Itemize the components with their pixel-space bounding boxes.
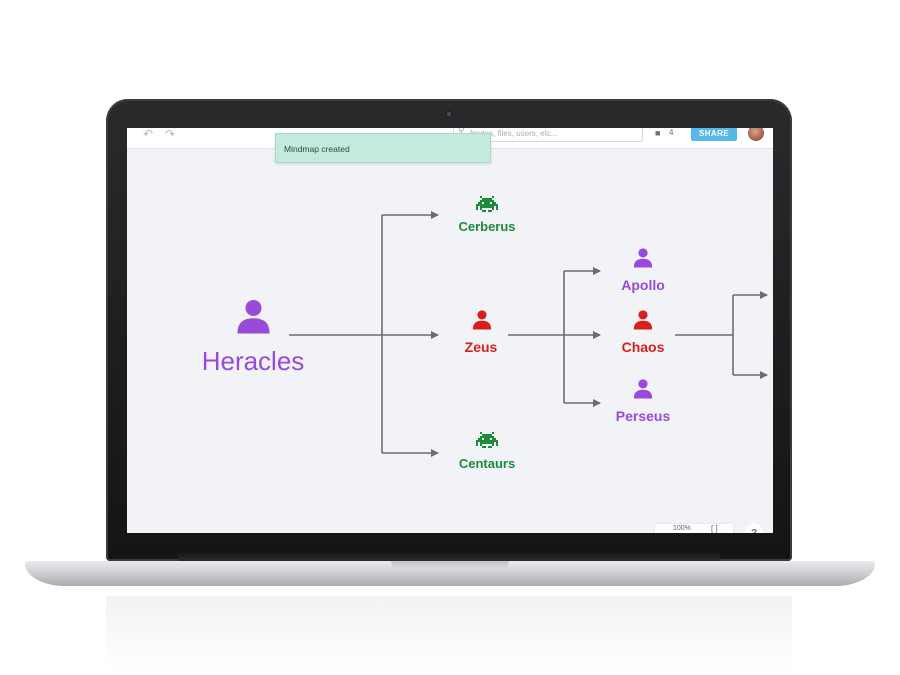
laptop-reflection: [106, 596, 792, 672]
person-icon: [633, 379, 653, 399]
zoom-controls: 100% [ ]: [655, 524, 733, 533]
laptop-lid: ↶ ↷ ⚲ ■ 4 SHARE Mindmap created: [106, 99, 792, 561]
redo-icon[interactable]: ↷: [165, 128, 176, 141]
node-label-perseus[interactable]: Perseus: [615, 408, 671, 424]
connector-chaos: [675, 291, 768, 379]
connector-heracles: [289, 211, 439, 457]
node-label-apollo[interactable]: Apollo: [621, 277, 665, 293]
search-input[interactable]: [470, 128, 638, 140]
laptop-base: [25, 561, 875, 586]
share-button[interactable]: SHARE: [691, 128, 737, 141]
node-label-zeus[interactable]: Zeus: [464, 339, 498, 355]
mindmap-canvas[interactable]: [127, 128, 773, 533]
node-label-heracles[interactable]: Heracles: [201, 346, 305, 376]
toast-notification: Mindmap created: [275, 133, 491, 163]
person-icon: [633, 248, 653, 268]
users-count: 4: [669, 128, 674, 137]
connector-zeus: [508, 267, 601, 407]
person-icon: [633, 310, 653, 330]
node-label-centaurs[interactable]: Centaurs: [458, 456, 516, 471]
help-button[interactable]: ?: [745, 524, 763, 533]
node-label-chaos[interactable]: Chaos: [621, 339, 665, 355]
person-icon: [472, 310, 492, 330]
zoom-level[interactable]: 100%: [673, 525, 691, 532]
laptop-hinge: [178, 553, 720, 562]
node-label-cerberus[interactable]: Cerberus: [458, 219, 516, 234]
webcam-icon: [445, 110, 453, 118]
monster-icon: [476, 432, 498, 448]
undo-icon[interactable]: ↶: [143, 128, 154, 141]
fit-screen-icon[interactable]: [ ]: [711, 524, 718, 533]
users-icon[interactable]: ■: [655, 128, 661, 138]
search-icon: ⚲: [458, 128, 465, 135]
toast-message: Mindmap created: [284, 144, 350, 154]
app-screen: ↶ ↷ ⚲ ■ 4 SHARE Mindmap created: [127, 128, 773, 533]
laptop-notch: [391, 561, 509, 570]
monster-icon: [476, 196, 498, 212]
person-icon: [237, 299, 270, 334]
avatar[interactable]: [748, 128, 764, 141]
